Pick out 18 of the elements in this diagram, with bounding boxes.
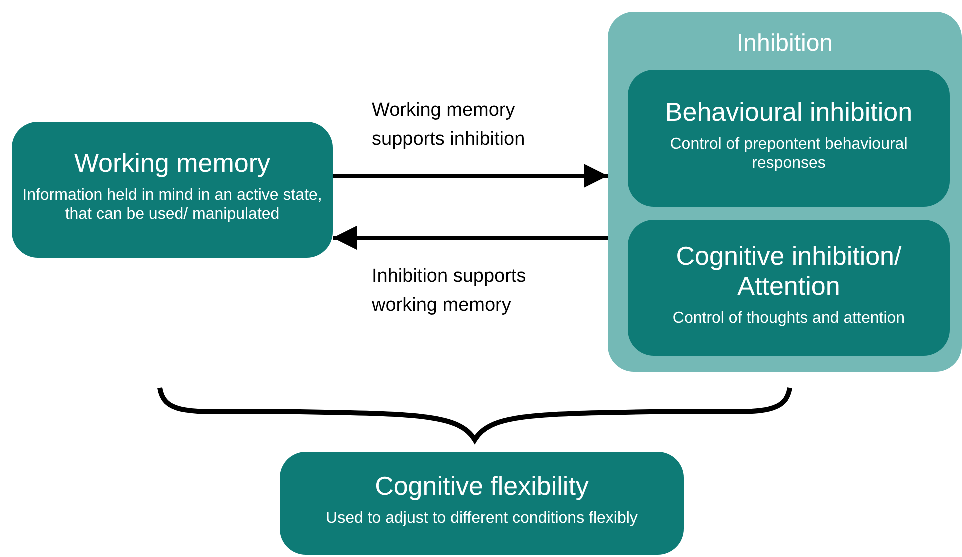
rounded-box [628, 70, 950, 207]
group-panel [608, 12, 962, 372]
box-title: Working memory [74, 148, 270, 178]
box-description: Control of prepontent behavioural responses [669, 134, 909, 172]
rounded-box [280, 452, 684, 555]
arrow [333, 164, 608, 188]
arrow [333, 226, 608, 250]
edge-label: Inhibition supports working memory [372, 265, 528, 318]
box-description: Control of thoughts and attention [672, 308, 906, 328]
rounded-box [12, 122, 333, 258]
box-title: Behavioural inhibition [665, 96, 913, 126]
box-title: Cognitive inhibition/ Attention [675, 240, 903, 300]
box-description: Information held in mind in an active state, that can be used/ manipulated [22, 186, 324, 224]
edge-label: Working memory supports inhibition [372, 99, 526, 152]
box-title: Inhibition [736, 30, 834, 58]
rounded-box [628, 220, 950, 356]
box-title: Cognitive flexibility [375, 471, 589, 501]
box-description: Used to adjust to different conditions flexibly [326, 509, 638, 528]
